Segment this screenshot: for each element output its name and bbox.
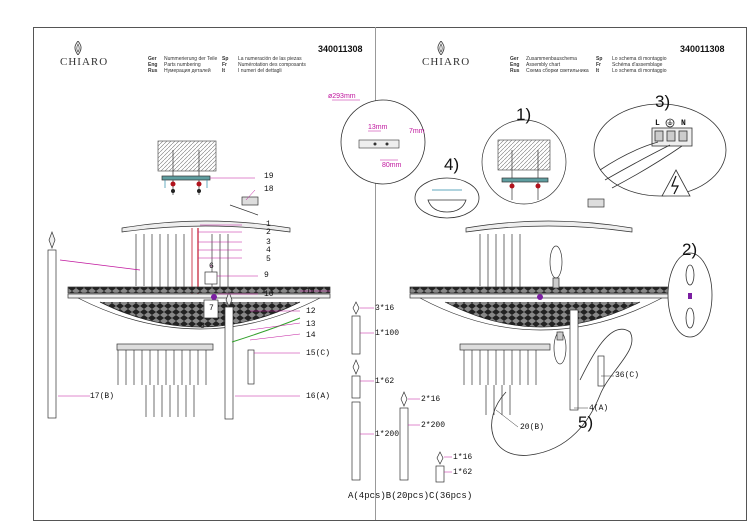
part-number-3: 3 (266, 238, 271, 247)
strand-a-label-1: 3*16 (375, 304, 395, 313)
ground-icon (665, 118, 675, 128)
sheet-divider (375, 27, 376, 520)
strand-a-label-4: 1*200 (375, 430, 400, 439)
assembly-label-4a: 4(A) (589, 404, 609, 413)
strand-a-label-3: 1*62 (375, 377, 395, 386)
detail-bulb (667, 252, 713, 338)
step-4-label: 4) (444, 155, 460, 174)
part-number-6: 6 (209, 262, 214, 271)
part-number-16a: 16(A) (306, 392, 331, 401)
part-number-9: 9 (264, 271, 269, 280)
strand-c-label-1: 1*16 (453, 453, 473, 462)
step-3-label: 3) (655, 92, 671, 111)
left-chandelier (47, 140, 331, 420)
terminal-l-label: L (655, 119, 660, 128)
lower-crystal-fringe (116, 343, 214, 417)
part-number-2: 2 (266, 228, 271, 237)
detail-mounting-bracket (414, 177, 480, 219)
part-number-10: 10 (264, 290, 274, 299)
part-number-7: 7 (209, 304, 214, 313)
part-number-4: 4 (266, 246, 271, 255)
part-leader-lines (58, 177, 330, 397)
upper-crystal-curtain (135, 234, 229, 288)
brand-name: CHIARO (60, 56, 109, 68)
long-pendant-a-left (47, 231, 57, 419)
strand-b-label-2: 2*200 (421, 421, 446, 430)
part-number-19: 19 (264, 172, 274, 181)
crystal-strands-catalogue (351, 301, 445, 483)
article-code-left: 340011308 (318, 44, 363, 54)
part-number-18: 18 (264, 185, 274, 194)
part-number-14: 14 (306, 331, 316, 340)
dimension-7mm: 7mm (409, 128, 425, 135)
terminal-n-label: N (681, 119, 686, 128)
step-5-label: 5) (578, 413, 594, 432)
long-pendant-a-right (224, 291, 234, 420)
chiaro-logo-icon (437, 41, 445, 55)
strand-c-label-2: 1*62 (453, 468, 473, 477)
right-chandelier (409, 119, 673, 415)
part-number-15c: 15(C) (306, 349, 331, 358)
part-number-13: 13 (306, 320, 316, 329)
step-2-label: 2) (682, 240, 698, 259)
part-number-8: 8 (200, 322, 205, 331)
strand-a-label-2: 1*100 (375, 329, 400, 338)
detail-circle-dimensions (332, 99, 426, 185)
article-code-right: 340011308 (680, 44, 725, 54)
assembly-label-36c: 36(C) (615, 371, 640, 380)
part-number-1: 1 (266, 220, 271, 229)
dimension-diameter: ø293mm (328, 93, 356, 100)
crystal-legend: A(4pcs)B(20pcs)C(36pcs) (348, 491, 473, 501)
assembly-label-20b: 20(B) (520, 423, 545, 432)
part-number-17b: 17(B) (90, 392, 115, 401)
dimension-13mm: 13mm (368, 124, 388, 131)
step-1-label: 1) (516, 105, 532, 124)
detail-wiring-terminal (593, 103, 727, 197)
part-number-11: 11 (306, 287, 316, 296)
chiaro-logo-icon (74, 41, 82, 55)
strand-b-label-1: 2*16 (421, 395, 441, 404)
part-number-12: 12 (306, 307, 316, 316)
brand-name: CHIARO (422, 56, 471, 68)
part-number-5: 5 (266, 255, 271, 264)
dimension-80mm: 80mm (382, 162, 402, 169)
step-5-loop (491, 329, 633, 456)
